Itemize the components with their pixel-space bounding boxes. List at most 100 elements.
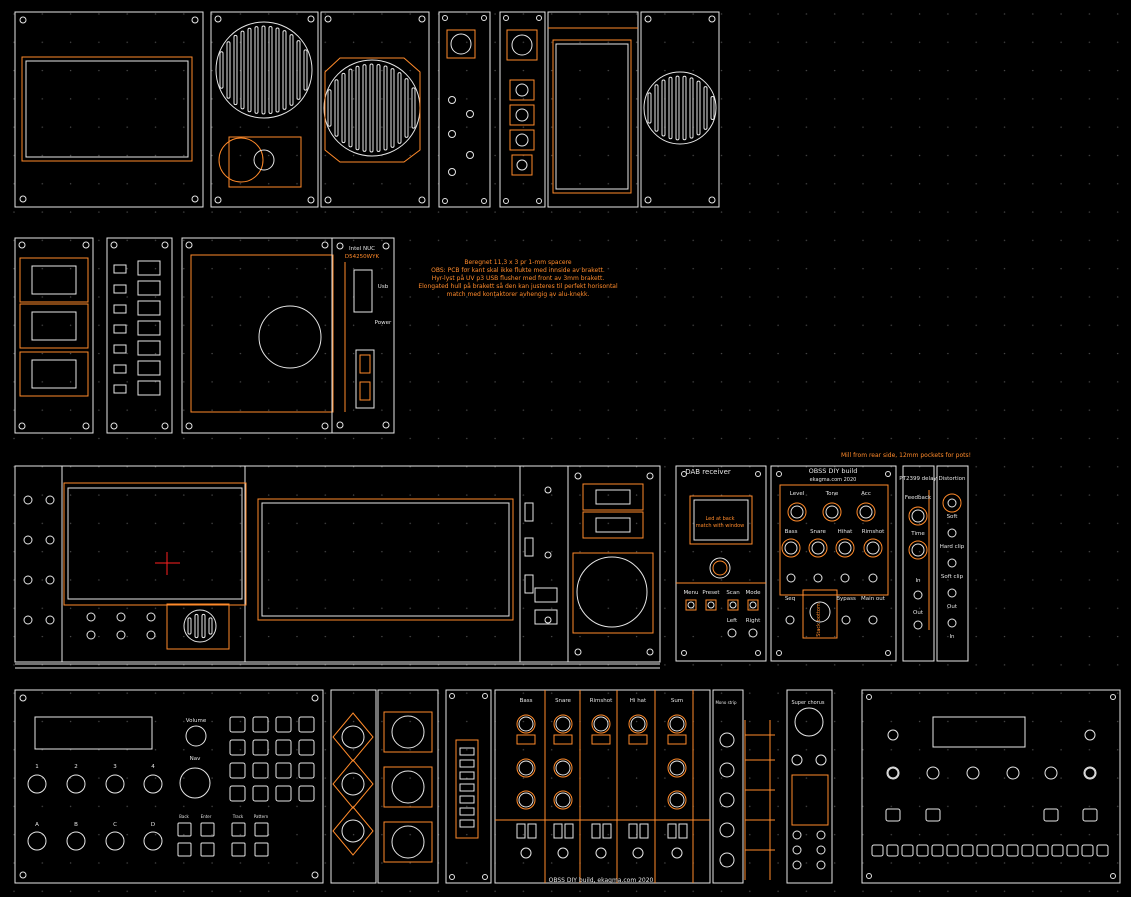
mount-hole xyxy=(708,196,716,204)
pot-label-box xyxy=(516,734,536,745)
drum-mainout: Main out xyxy=(861,596,886,602)
mount-hole xyxy=(866,694,872,700)
fan-bracket xyxy=(572,552,654,634)
pot-hole xyxy=(719,852,735,868)
dist-in: In xyxy=(949,634,955,640)
knob-hole xyxy=(143,774,163,794)
grille-slot xyxy=(282,30,287,110)
grille-slot xyxy=(647,92,652,124)
pot-hole xyxy=(719,732,735,748)
pot-ring xyxy=(808,538,828,558)
xlr-hole xyxy=(341,725,365,749)
panel-fan-2 xyxy=(320,11,430,208)
led xyxy=(749,601,757,609)
switch-cutout xyxy=(137,320,161,336)
grille-slot xyxy=(668,76,673,140)
pad-key xyxy=(275,762,292,779)
grille-slot xyxy=(208,617,213,635)
panel-xlr-2 xyxy=(377,689,439,884)
button-cutout xyxy=(534,609,558,625)
delay-feedback: Feedback xyxy=(905,495,932,501)
mount-hole xyxy=(449,693,455,699)
mount-hole xyxy=(481,15,487,21)
pot-hole xyxy=(466,110,474,118)
mount-hole xyxy=(19,871,27,879)
mount-hole xyxy=(503,15,509,21)
pad-key xyxy=(252,762,269,779)
mount-hole xyxy=(336,421,344,429)
pot-hole xyxy=(859,505,873,519)
nuc-usb-label: Usb xyxy=(378,284,389,290)
mount-hole xyxy=(110,422,118,430)
jack-plate xyxy=(509,79,535,101)
mount-hole xyxy=(19,195,27,203)
panel-synth xyxy=(861,689,1121,884)
pot-ring xyxy=(822,502,842,522)
step-button xyxy=(1021,844,1034,857)
dab-screen-line1: Led at back xyxy=(705,516,734,522)
display-window xyxy=(693,499,749,541)
jack-hole xyxy=(1084,729,1096,741)
iec-socket xyxy=(31,265,77,295)
drum-pcb-label: Stack bottom xyxy=(816,603,822,637)
jack-hole xyxy=(671,847,683,859)
grille-slot xyxy=(710,96,715,120)
drum-seq: Seq xyxy=(785,596,795,602)
switch xyxy=(667,823,677,839)
dm-ch-rimshot: Rimshot xyxy=(590,698,613,704)
mount-hole xyxy=(442,198,448,204)
pot-ring xyxy=(908,540,928,560)
panel-dab xyxy=(675,465,767,662)
grille-slot xyxy=(327,89,332,127)
note-line-2: OBS: PCB for kant skal ikke flukte med i… xyxy=(431,267,605,274)
jack-hole xyxy=(1084,767,1096,779)
grille-slot xyxy=(334,79,339,137)
pad-key xyxy=(252,785,269,802)
pad-key xyxy=(275,739,292,756)
button-hole xyxy=(146,630,156,640)
note-line-3: Hyr-lyst på UV p3 USB flusher med front … xyxy=(432,275,605,282)
pot-hole xyxy=(719,792,735,808)
step-button xyxy=(931,844,944,857)
nuc-model: D54250WYK xyxy=(345,254,380,260)
dm-ch-sum: Sum xyxy=(671,698,683,704)
switch xyxy=(591,823,601,839)
grille-slot xyxy=(689,77,694,139)
dab-right: Right xyxy=(746,618,761,624)
iec-plate xyxy=(19,351,89,397)
delay-title: PT2399 delay xyxy=(899,476,937,482)
switch-cutout xyxy=(137,280,161,296)
pot-ring xyxy=(628,714,648,734)
pot-ring xyxy=(553,790,573,810)
jack-hole xyxy=(841,615,851,625)
pot-ring xyxy=(553,758,573,778)
step-button xyxy=(1036,844,1049,857)
xlr-hole xyxy=(341,772,365,796)
pot-ring xyxy=(516,758,536,778)
bargraph-plate xyxy=(455,739,479,839)
delay-out: Out xyxy=(913,610,924,616)
mount-hole xyxy=(574,472,582,480)
screen-window xyxy=(25,60,189,158)
mount-hole xyxy=(336,242,344,250)
mount-hole xyxy=(776,471,782,477)
xlr-bracket xyxy=(332,806,374,856)
dab-btn-menu: Menu xyxy=(683,590,698,596)
panel-screen-1 xyxy=(14,11,204,208)
dab-btn-mode: Mode xyxy=(746,590,762,596)
pad-button xyxy=(885,808,901,822)
panel-drum xyxy=(770,465,897,662)
pot-ring xyxy=(516,714,536,734)
jack-hole xyxy=(887,729,899,741)
switch xyxy=(113,284,127,294)
switch xyxy=(516,823,526,839)
dm-footer: OBSS DIY build, ekagma.com 2020 xyxy=(549,877,654,884)
screw-hole xyxy=(544,486,552,494)
knob-hole xyxy=(143,831,163,851)
switch xyxy=(628,823,638,839)
iec-plate xyxy=(19,303,89,349)
lcd-cutout xyxy=(34,716,153,750)
screen-cutout xyxy=(21,56,193,162)
grille-slot xyxy=(397,72,402,144)
grille-slot xyxy=(233,34,238,106)
